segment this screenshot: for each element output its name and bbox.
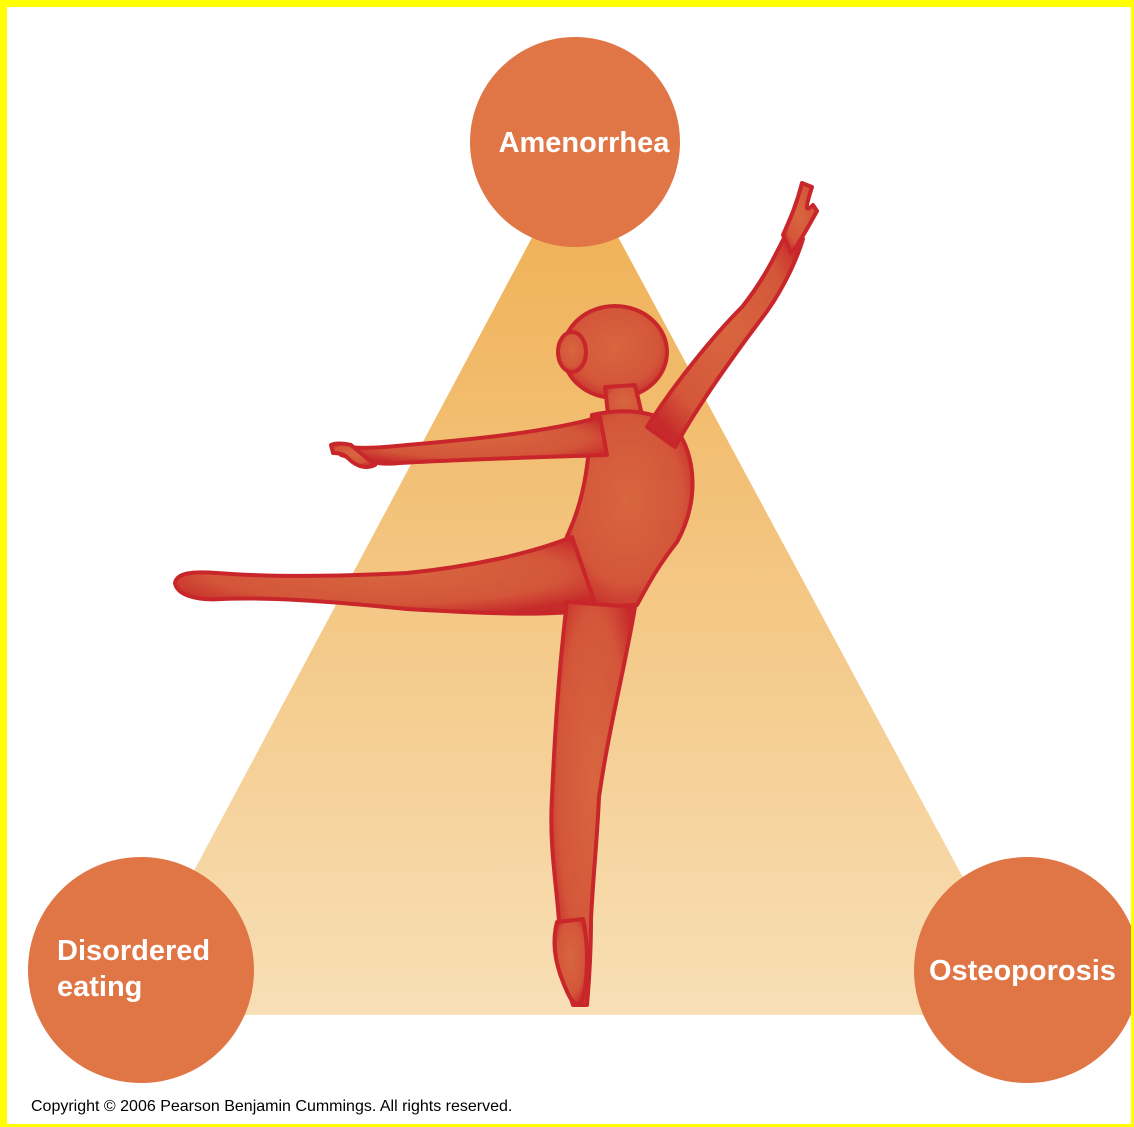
osteoporosis-label: Osteoporosis [929,955,1116,987]
disordered-eating-label-line2: eating [57,971,142,1003]
disordered-eating-node: Disordered eating [28,857,254,1083]
disordered-eating-label-line1: Disordered [57,935,210,967]
copyright-notice: Copyright © 2006 Pearson Benjamin Cummin… [31,1098,512,1116]
female-athlete-triad-diagram: Amenorrhea Disordered eating Osteoporosi… [7,7,1134,1127]
amenorrhea-label: Amenorrhea [499,127,671,159]
osteoporosis-node: Osteoporosis [914,857,1134,1083]
amenorrhea-node: Amenorrhea [470,37,680,247]
